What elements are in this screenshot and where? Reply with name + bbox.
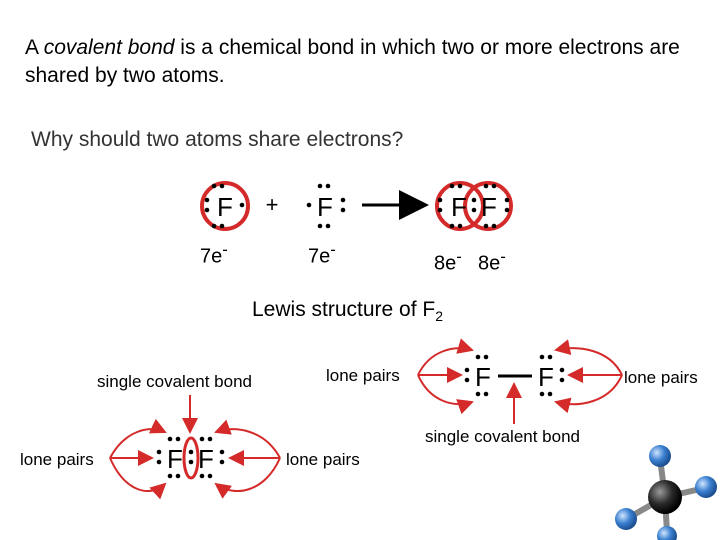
intro-text: A covalent bond is a chemical bond in wh…: [25, 34, 705, 90]
intro-suffix: is a chemical bond in which two or more …: [25, 36, 680, 87]
label-single-covalent-bond-right: single covalent bond: [425, 427, 581, 446]
product-ring-2: [463, 181, 513, 231]
product-symbol-1: F: [451, 192, 467, 222]
reactant-atom-2: F: [306, 183, 346, 229]
product-molecule: F F: [435, 181, 513, 231]
left-electron-label: 7e-: [200, 240, 228, 268]
intro-term: covalent bond: [43, 36, 175, 59]
product-electrons: [437, 183, 510, 229]
label-lone-pairs-left: lone pairs: [20, 450, 94, 469]
product-symbol-2: F: [481, 192, 497, 222]
lewis-right-arrows: [417, 338, 623, 424]
lewis-right-molecule: F F: [464, 354, 565, 397]
lewis-left-arrows: [109, 395, 281, 500]
lewis-left-symbol-2: F: [198, 444, 214, 474]
reactant-electrons-1: [204, 183, 245, 229]
label-lone-pairs-middle: lone pairs: [286, 450, 360, 469]
reactant-electrons-2: [306, 183, 346, 229]
lewis-left-symbol-1: F: [167, 444, 183, 474]
product-electron-label-1: 8e-: [434, 247, 462, 275]
reactant-ring-1: [200, 181, 250, 231]
lewis-title: Lewis structure of F2: [252, 298, 444, 325]
lewis-right-electrons: [464, 354, 565, 397]
product-electron-label-2: 8e-: [478, 247, 506, 275]
question-text: Why should two atoms share electrons?: [31, 128, 404, 151]
label-lone-pairs-top: lone pairs: [326, 366, 400, 385]
label-lone-pairs-right: lone pairs: [624, 368, 698, 387]
product-ring-1: [435, 181, 485, 231]
lewis-right-symbol-2: F: [538, 362, 554, 392]
lewis-right-symbol-1: F: [475, 362, 491, 392]
ball-and-stick-molecule-icon: [615, 445, 717, 540]
lewis-left-electrons: [156, 436, 225, 479]
label-single-covalent-bond-left: single covalent bond: [97, 372, 253, 391]
reactant-symbol-1: F: [217, 192, 233, 222]
reactant-atom-1: F: [200, 181, 250, 231]
lewis-left-molecule: F F: [156, 436, 225, 480]
plus-sign: +: [266, 192, 279, 217]
reactant-symbol-2: F: [317, 192, 333, 222]
shared-pair-highlight: [182, 436, 200, 480]
intro-prefix: A: [25, 36, 44, 59]
right-electron-label: 7e-: [308, 240, 336, 268]
